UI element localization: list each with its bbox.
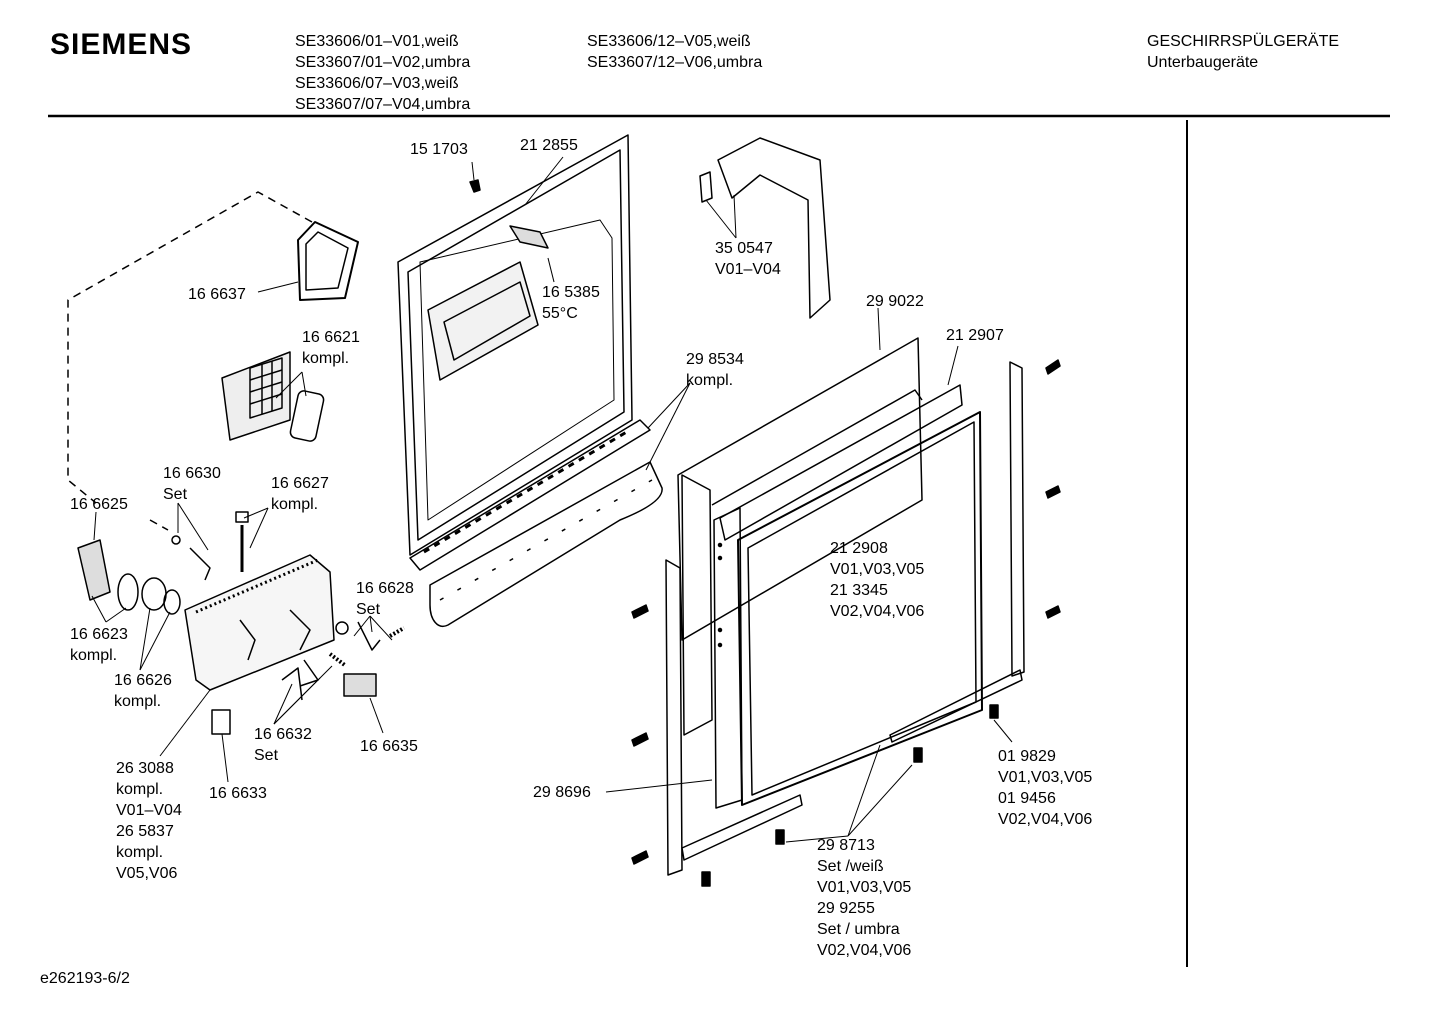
small-parts: [211, 621, 405, 735]
document-id: e262193-6/2: [40, 970, 130, 987]
knob-parts: [77, 511, 249, 615]
assembly-dash-line: [67, 191, 313, 531]
trim-profiles: [665, 559, 1023, 876]
part-label: 21 2907: [946, 327, 1004, 344]
category-subtitle: Unterbaugeräte: [1147, 54, 1259, 71]
side-profile-right: [1009, 361, 1025, 677]
category-block: GESCHIRRSPÜLGERÄTE Unterbaugeräte: [1147, 31, 1339, 73]
model-line: SE33606/12–V05,weiß: [587, 33, 751, 50]
part-label: 16 6635: [360, 738, 418, 755]
siemens-logo: SIEMENS: [50, 28, 193, 61]
leader-lines: [91, 156, 1013, 843]
dispenser-cover: [221, 351, 325, 442]
part-label: 16 6637: [188, 286, 246, 303]
model-line: SE33607/12–V06,umbra: [587, 54, 763, 71]
part-label: 16 6633: [209, 785, 267, 802]
control-housing: [184, 554, 335, 691]
screw-icons: [469, 179, 1061, 887]
part-label: 15 1703: [410, 141, 468, 158]
air-guide-298534: [429, 461, 663, 627]
category-title: GESCHIRRSPÜLGERÄTE: [1147, 33, 1340, 50]
model-line: SE33607/01–V02,umbra: [295, 54, 471, 71]
inner-door-panel: [397, 134, 651, 571]
model-list-2: SE33606/12–V05,weiß SE33607/12–V06,umbra: [587, 31, 762, 73]
part-label: 16 6625: [70, 496, 128, 513]
part-label: 21 2855: [520, 137, 578, 154]
model-line: SE33606/01–V01,weiß: [295, 33, 459, 50]
gasket-frame: [297, 221, 359, 301]
frame-profile-212907: [719, 384, 963, 541]
bracket-350547: [699, 137, 831, 319]
model-list-1: SE33606/01–V01,weiß SE33607/01–V02,umbra…: [295, 31, 470, 115]
model-line: SE33607/07–V04,umbra: [295, 96, 471, 113]
part-label: 29 8696: [533, 784, 591, 801]
model-line: SE33606/07–V03,weiß: [295, 75, 459, 92]
part-label: 29 9022: [866, 293, 924, 310]
